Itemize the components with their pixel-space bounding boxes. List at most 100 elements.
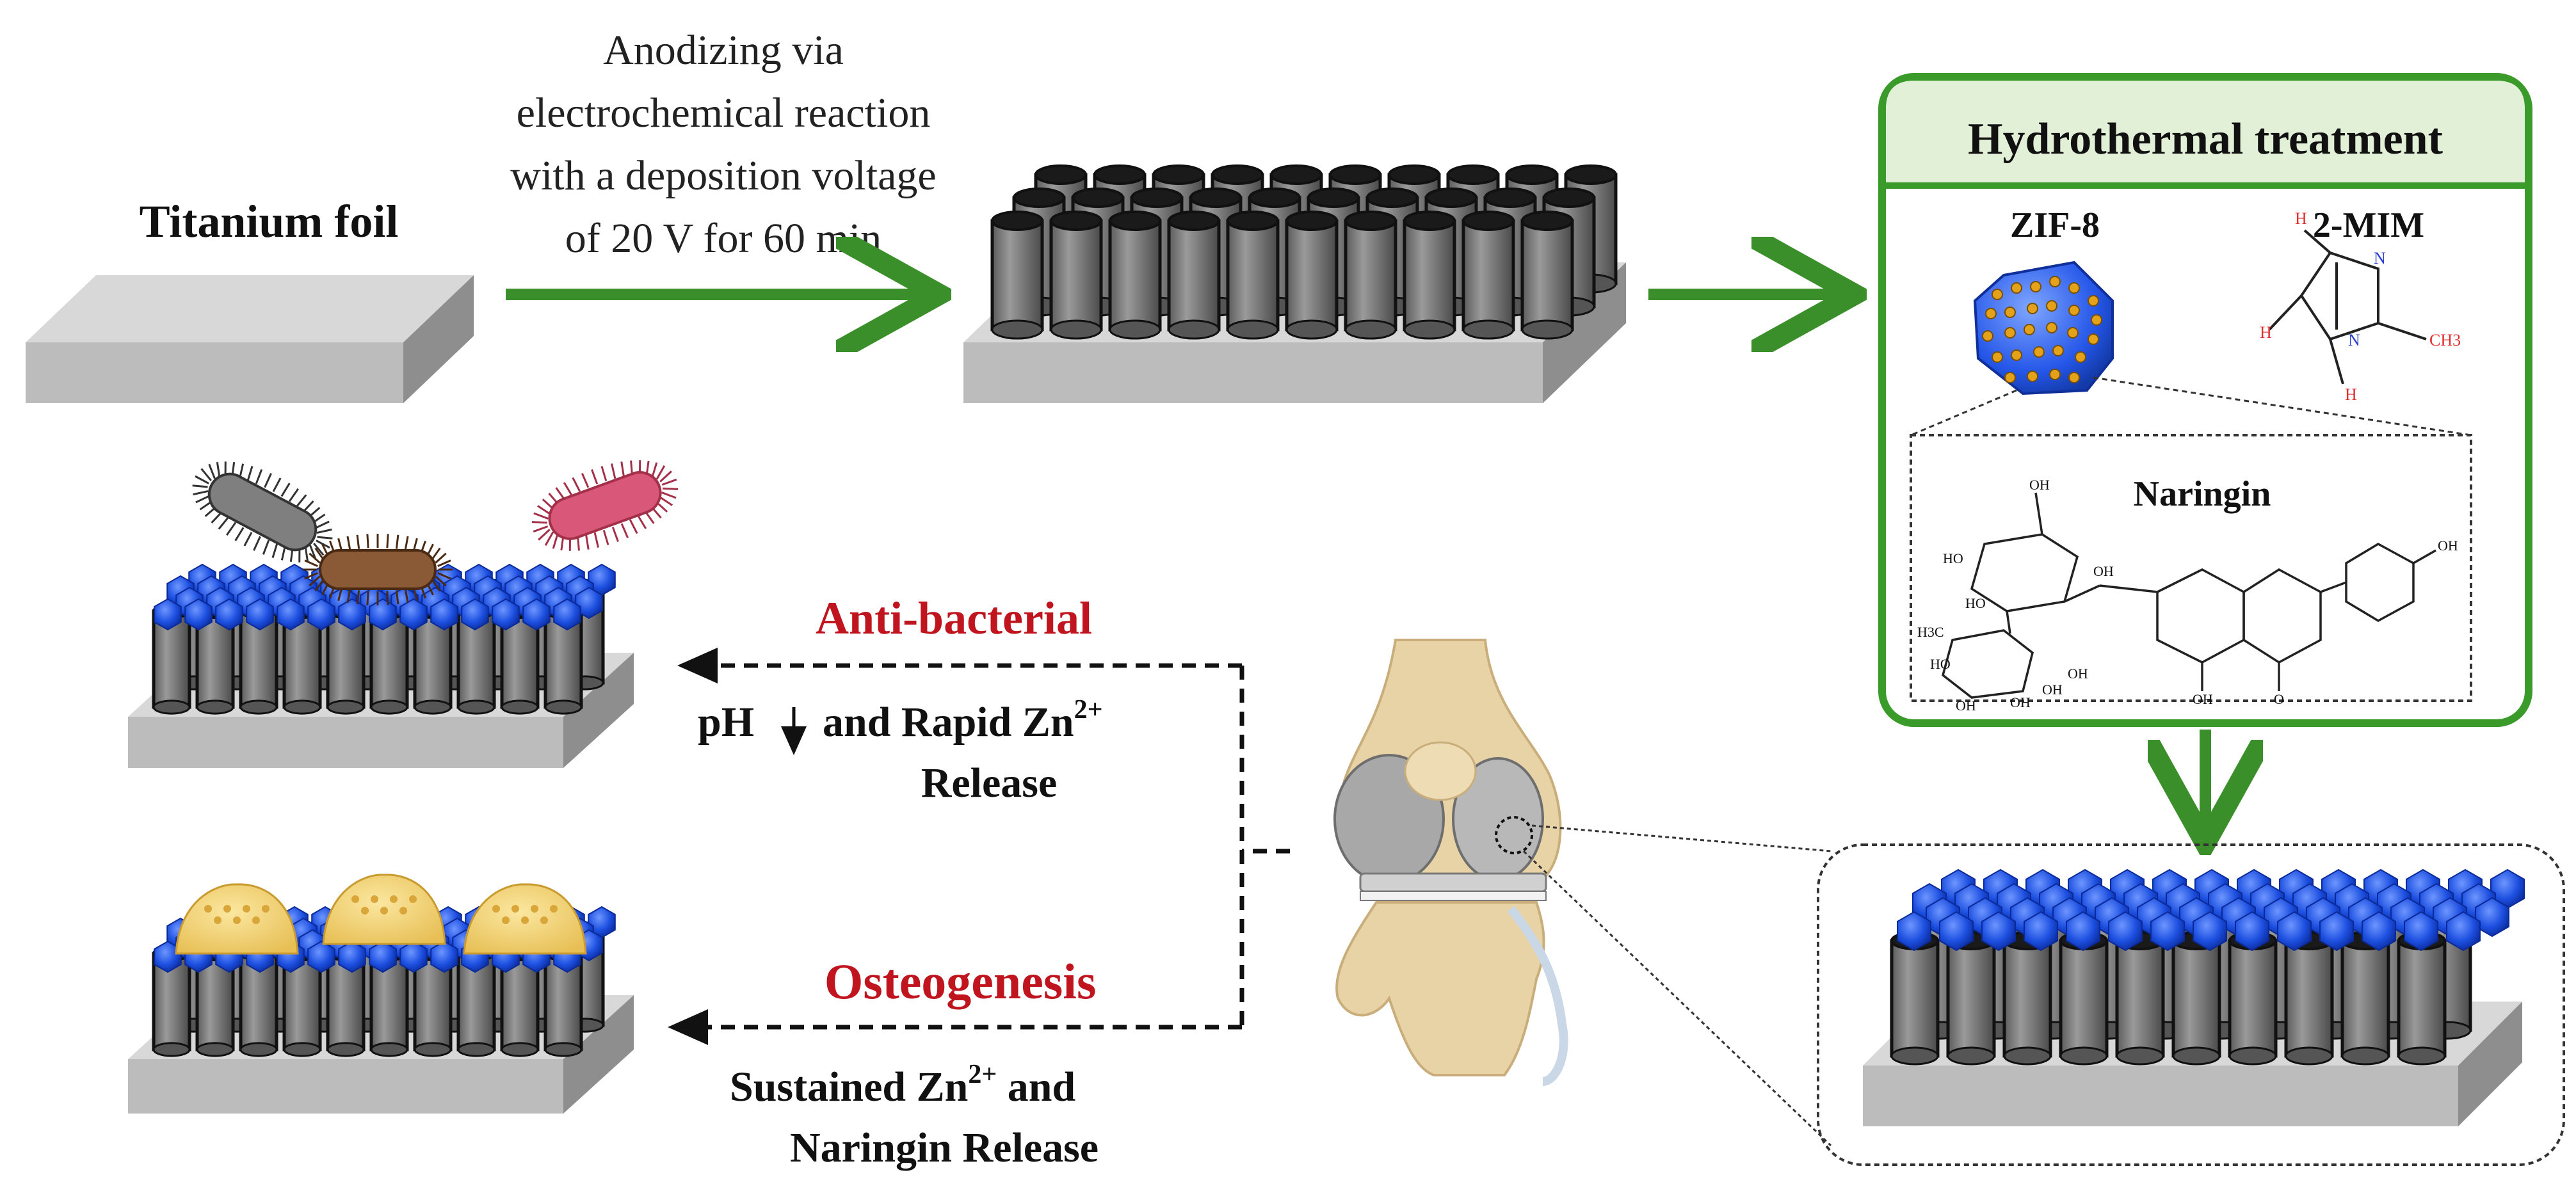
naringin-group-2: HO <box>1943 550 1963 566</box>
naringin-group-12: OH <box>2068 666 2088 682</box>
zif8-coated-zoom-panel <box>1817 843 2565 1166</box>
anodizing-line-4: of 20 V for 60 min <box>565 215 881 262</box>
nanotube <box>990 210 1044 340</box>
osteoblast-cell <box>175 883 299 955</box>
zif8-crystal <box>369 598 397 631</box>
osteogenesis-label: Osteogenesis <box>825 954 1097 1009</box>
naringin-group-13: O <box>2274 691 2284 707</box>
zinc-dot <box>2068 305 2080 316</box>
zif8-crystal <box>2475 897 2509 938</box>
zif8-crystal <box>553 598 581 631</box>
sustained-label: Sustained Zn <box>730 1064 968 1110</box>
nanotube <box>2002 931 2052 1066</box>
mim-atom-n1: N <box>2374 249 2386 268</box>
mim-label: 2-MIM <box>2313 205 2424 245</box>
outcome-connectors <box>668 648 1290 1045</box>
nanotube <box>1226 210 1280 340</box>
zinc-dot <box>2046 322 2057 333</box>
zif8-crystal <box>2235 911 2269 952</box>
naringin-group-5: OH <box>2438 538 2458 554</box>
zif8-crystal <box>399 940 428 973</box>
anodizing-line-1: Anodizing via <box>603 27 844 74</box>
anodizing-line-2: electrochemical reaction <box>517 90 931 136</box>
zinc-dot <box>2088 333 2099 345</box>
mim-atom-h3: H <box>2345 385 2357 404</box>
zif8-crystal <box>522 598 551 631</box>
sustained-and: and <box>997 1064 1075 1110</box>
osteoblast-cell-icon <box>175 874 587 955</box>
zif8-crystal <box>338 940 366 973</box>
zif8-crystal <box>2024 911 2058 952</box>
ph-label: pH <box>698 699 754 746</box>
zif8-crystal <box>307 598 335 631</box>
knee-joint-implant-icon <box>1333 639 1568 1086</box>
zif8-crystal <box>2404 911 2438 952</box>
zif8-crystal <box>184 598 213 631</box>
zif8-crystal <box>2446 911 2481 952</box>
nanotube <box>2059 931 2109 1066</box>
titanium-foil-label: Titanium foil <box>140 196 399 247</box>
zif8-crystal <box>246 598 274 631</box>
zif8-crystal <box>2150 911 2185 952</box>
zif8-crystal <box>154 598 182 631</box>
zif8-crystal <box>2277 911 2312 952</box>
brown-rod-bacterium-icon <box>303 534 453 605</box>
zif8-crystal <box>277 598 305 631</box>
nanotube <box>1520 210 1574 340</box>
nanotube <box>413 603 453 715</box>
naringin-group-7: HO <box>1930 656 1951 672</box>
osteoblast-cell <box>463 883 587 955</box>
nanotube <box>1946 931 1996 1066</box>
zif8-crystal <box>2193 911 2227 952</box>
zif8-crystal <box>2362 911 2396 952</box>
zinc-dot <box>2068 372 2080 383</box>
svg-text:Sustained Zn2+ and: Sustained Zn2+ and <box>730 1060 1075 1110</box>
antibacterial-surface <box>128 563 634 768</box>
zif8-crystal <box>430 598 458 631</box>
anodizing-line-3: with a deposition voltage <box>510 152 936 199</box>
zinc-dot <box>2049 369 2061 380</box>
zif8-coated-nanotubes <box>1863 868 2525 1126</box>
svg-text:and Rapid Zn2+: and Rapid Zn2+ <box>823 695 1103 746</box>
zinc-dot <box>2033 346 2045 358</box>
zinc-dot <box>2027 303 2038 314</box>
hydrothermal-box: Hydrothermal treatment ZIF-8 2-MIM H N H… <box>1878 73 2532 727</box>
zif8-crystal <box>1897 911 1931 952</box>
rapid-release-label: and Rapid Zn <box>823 699 1074 746</box>
zif8-nanoparticle-icon <box>1973 260 2114 395</box>
naringin-group-9: OH <box>2010 694 2031 710</box>
zif8-crystal <box>492 598 520 631</box>
zinc-dot <box>1992 351 2003 363</box>
2-mim-structure: H N H N H CH3 <box>2260 209 2461 404</box>
rapid-release-text: pH and Rapid Zn2+ Release <box>698 695 1103 806</box>
zinc-dot <box>2046 300 2057 312</box>
rapid-release-superscript: 2+ <box>1074 695 1103 724</box>
zinc-dot <box>2075 351 2086 363</box>
zinc-dot <box>2011 349 2022 361</box>
zif8-crystal <box>338 598 366 631</box>
nanotube <box>2228 931 2278 1066</box>
nanotube <box>1108 210 1162 340</box>
zif8-crystal <box>307 940 335 973</box>
nanotube <box>2115 931 2165 1066</box>
zif8-crystal <box>2066 911 2100 952</box>
zinc-dot <box>2091 314 2102 326</box>
zinc-dot <box>2004 372 2016 383</box>
nanotube <box>1285 210 1339 340</box>
nanotube <box>1344 210 1397 340</box>
nanotube <box>282 945 322 1057</box>
zif8-crystal <box>215 598 243 631</box>
zif8-crystal <box>1981 911 2016 952</box>
nanotube <box>2171 931 2221 1066</box>
naringin-label: Naringin <box>2134 474 2271 514</box>
nanotube <box>1461 210 1515 340</box>
nanotube <box>1167 210 1221 340</box>
sustained-superscript: 2+ <box>968 1060 997 1089</box>
naringin-group-4: OH <box>2093 563 2114 579</box>
zinc-dot <box>2011 282 2022 294</box>
naringin-structure: OH HO HO OH OH H3C HO OH OH OH OH OH O <box>1917 477 2458 714</box>
zif8-crystal <box>430 940 458 973</box>
gray-rod-bacterium-icon <box>192 461 333 563</box>
zinc-dot <box>2068 282 2080 294</box>
